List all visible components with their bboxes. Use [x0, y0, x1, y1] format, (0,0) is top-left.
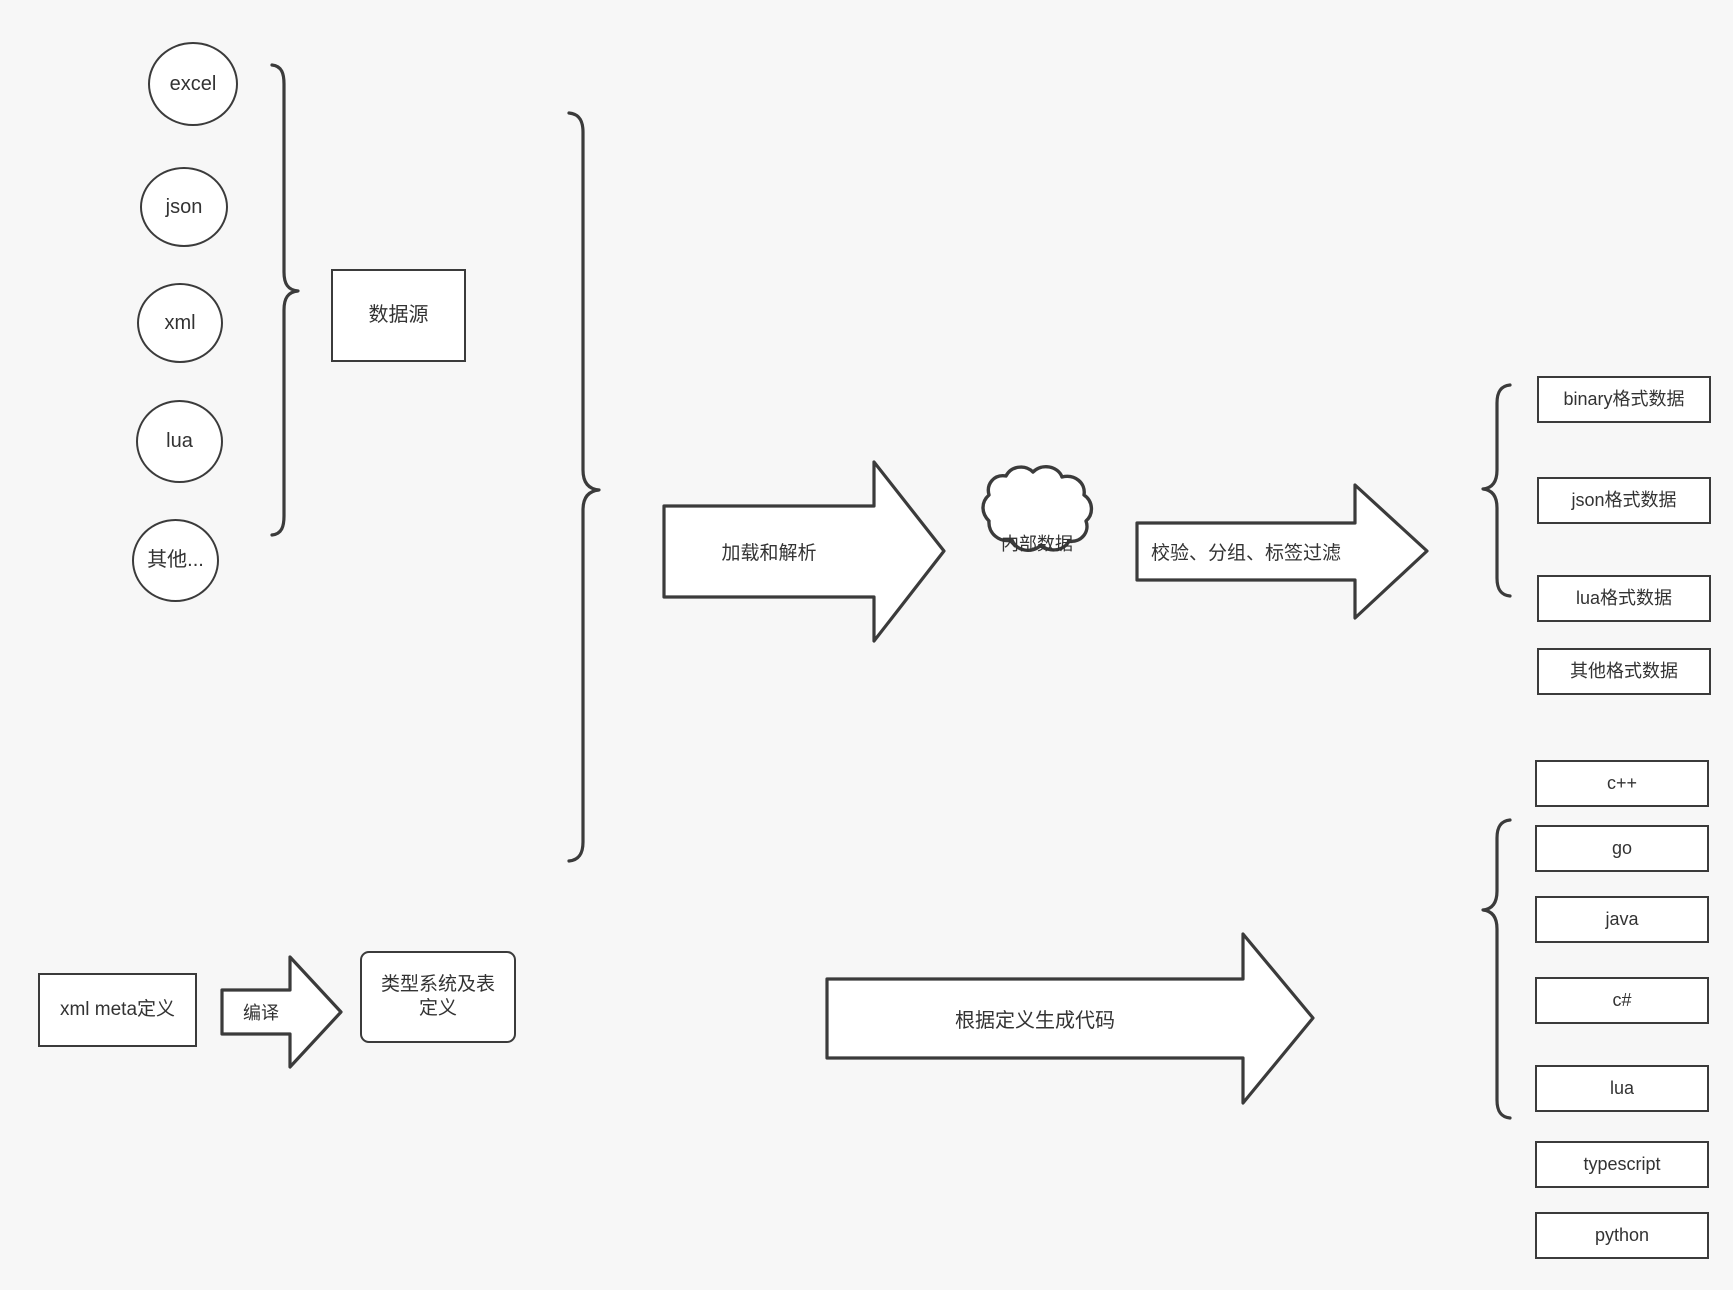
source-node-label: 其他... [147, 549, 204, 571]
box-type-system-definition[interactable]: 类型系统及表定义 [360, 951, 516, 1043]
arrow-load-parse-icon [662, 460, 946, 643]
source-node-label: lua [166, 430, 193, 452]
box-label: c# [1612, 990, 1632, 1011]
cloud-internal-data-icon [981, 465, 1094, 552]
source-node-excel[interactable]: excel [148, 42, 238, 126]
box-label: binary格式数据 [1563, 389, 1685, 410]
output-format-box-lua[interactable]: lua格式数据 [1537, 575, 1711, 622]
box-label: python [1594, 1225, 1650, 1246]
source-node-lua[interactable]: lua [136, 400, 223, 483]
output-language-box-java[interactable]: java [1535, 896, 1709, 943]
box-label: 数据源 [368, 304, 429, 326]
arrow-compile-icon [220, 955, 343, 1069]
box-label: json格式数据 [1571, 490, 1677, 511]
brace-format-outputs-icon [1481, 383, 1512, 598]
brace-data-sources-icon [270, 63, 300, 537]
output-format-box-binary[interactable]: binary格式数据 [1537, 376, 1711, 423]
output-language-box-typescript[interactable]: typescript [1535, 1141, 1709, 1188]
brace-pipeline-input-icon [567, 111, 601, 863]
source-node-label: excel [169, 72, 217, 95]
box-label: lua格式数据 [1575, 588, 1673, 609]
box-label: typescript [1583, 1154, 1661, 1175]
box-label: 其他格式数据 [1570, 661, 1678, 682]
output-format-box-other[interactable]: 其他格式数据 [1537, 648, 1711, 695]
output-language-box-go[interactable]: go [1535, 825, 1709, 872]
source-node-label: json [165, 195, 203, 218]
arrow-generate-code-icon [825, 932, 1315, 1105]
box-label: xml meta定义 [59, 999, 176, 1021]
source-node-json[interactable]: json [140, 167, 228, 247]
output-language-box-csharp[interactable]: c# [1535, 977, 1709, 1024]
output-language-box-cpp[interactable]: c++ [1535, 760, 1709, 807]
box-data-source-group[interactable]: 数据源 [331, 269, 466, 362]
box-label: c++ [1606, 773, 1638, 794]
box-label: 类型系统及表定义 [380, 974, 495, 1019]
brace-language-outputs-icon [1481, 818, 1512, 1120]
arrow-validate-group-filter-icon [1135, 483, 1429, 620]
source-node-other[interactable]: 其他... [132, 519, 219, 602]
output-language-box-python[interactable]: python [1535, 1212, 1709, 1259]
box-xml-meta-definition[interactable]: xml meta定义 [38, 973, 197, 1047]
output-format-box-json[interactable]: json格式数据 [1537, 477, 1711, 524]
box-label: go [1611, 838, 1633, 859]
box-label: lua [1609, 1078, 1635, 1099]
source-node-label: xml [164, 311, 196, 334]
source-node-xml[interactable]: xml [137, 283, 223, 363]
box-label: java [1605, 909, 1639, 930]
output-language-box-lua[interactable]: lua [1535, 1065, 1709, 1112]
